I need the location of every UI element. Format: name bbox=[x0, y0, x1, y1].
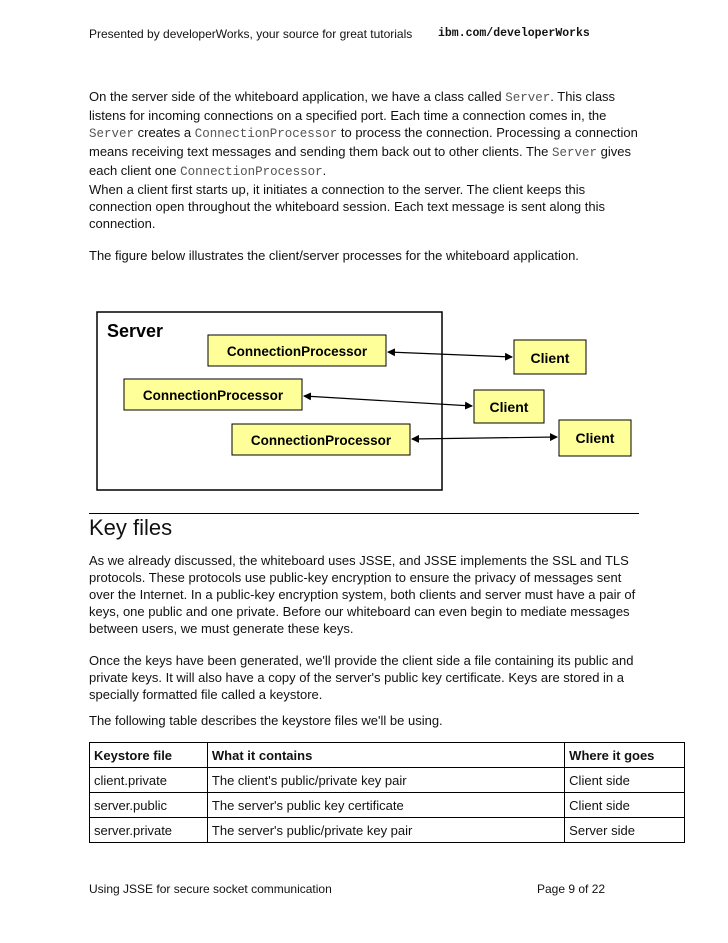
client-box-3 bbox=[558, 419, 632, 457]
connection-processor-box-3 bbox=[231, 423, 411, 456]
table-cell: server.public bbox=[89, 792, 208, 818]
table-header-cell: Keystore file bbox=[89, 742, 208, 768]
connection-processor-label-2: ConnectionProcessor bbox=[143, 388, 284, 403]
connection-arrow-3 bbox=[411, 433, 558, 443]
table-cell: The server's public key certificate bbox=[206, 792, 566, 818]
page-footer: Using JSSE for secure socket communicati… bbox=[89, 882, 649, 896]
paragraph-table-intro: The following table describes the keysto… bbox=[89, 713, 443, 728]
table-cell: The client's public/private key pair bbox=[206, 767, 566, 793]
code-connectionprocessor: ConnectionProcessor bbox=[180, 165, 323, 179]
connection-processor-label-3: ConnectionProcessor bbox=[251, 433, 392, 448]
code-connectionprocessor: ConnectionProcessor bbox=[194, 127, 338, 141]
client-label-3: Client bbox=[576, 430, 615, 446]
table-cell: Client side bbox=[564, 792, 685, 818]
table-cell: Client side bbox=[564, 767, 685, 793]
table-cell: client.private bbox=[89, 767, 208, 793]
table-row: server.public The server's public key ce… bbox=[89, 792, 685, 818]
client-label-1: Client bbox=[531, 350, 570, 366]
table-header-cell: Where it goes bbox=[564, 742, 685, 768]
client-box-2 bbox=[473, 389, 545, 424]
connection-processor-label-1: ConnectionProcessor bbox=[227, 344, 368, 359]
footer-title: Using JSSE for secure socket communicati… bbox=[89, 882, 332, 896]
paragraph-client-connection: When a client first starts up, it initia… bbox=[89, 182, 605, 231]
connection-arrow-1 bbox=[387, 348, 513, 361]
section-divider bbox=[89, 513, 639, 514]
client-box-1 bbox=[513, 339, 587, 375]
paragraph-server-class: On the server side of the whiteboard app… bbox=[89, 89, 638, 179]
header-site: ibm.com/developerWorks bbox=[438, 27, 590, 40]
table-header-row: Keystore file What it contains Where it … bbox=[89, 742, 685, 768]
client-label-2: Client bbox=[490, 399, 529, 415]
connection-processor-box-2 bbox=[123, 378, 303, 411]
paragraph-figure-intro: The figure below illustrates the client/… bbox=[89, 248, 579, 263]
table-header-cell: What it contains bbox=[206, 742, 566, 768]
server-label: Server bbox=[107, 321, 163, 341]
client-server-diagram: Server ConnectionProcessor ConnectionPro… bbox=[96, 311, 632, 491]
paragraph-keystore: Once the keys have been generated, we'll… bbox=[89, 653, 634, 702]
paragraph-public-key: As we already discussed, the whiteboard … bbox=[89, 553, 636, 636]
table-row: client.private The client's public/priva… bbox=[89, 767, 685, 793]
keystore-table: Keystore file What it contains Where it … bbox=[89, 742, 685, 843]
code-server: Server bbox=[89, 127, 135, 141]
table-cell: Server side bbox=[564, 817, 685, 843]
section-title: Key files bbox=[89, 515, 173, 540]
table-cell: server.private bbox=[89, 817, 208, 843]
table-row: server.private The server's public/priva… bbox=[89, 817, 685, 843]
connection-processor-box-1 bbox=[207, 334, 387, 367]
connection-arrow-2 bbox=[303, 392, 473, 410]
page-number: Page 9 of 22 bbox=[537, 882, 606, 896]
code-server: Server bbox=[505, 91, 551, 105]
header-tagline: Presented by developerWorks, your source… bbox=[89, 27, 413, 41]
code-server: Server bbox=[551, 146, 597, 160]
table-cell: The server's public/private key pair bbox=[206, 817, 566, 843]
